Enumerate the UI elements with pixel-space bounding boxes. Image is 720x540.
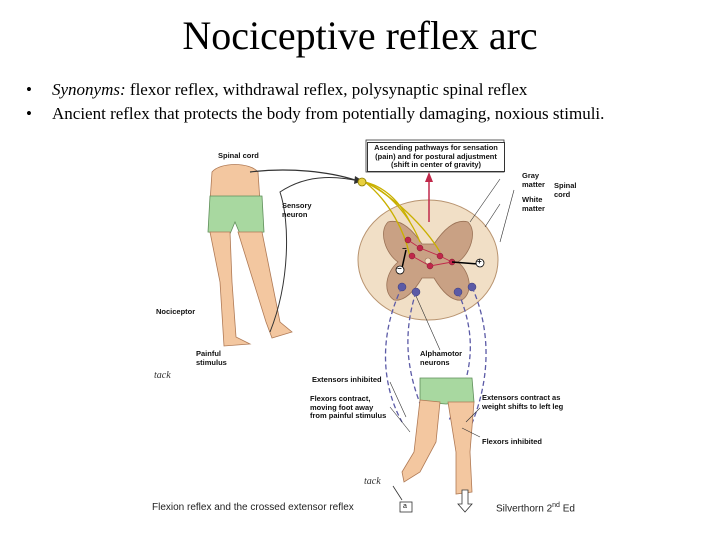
sensory-fibers [364, 181, 441, 258]
slide-title: Nociceptive reflex arc [182, 13, 538, 58]
spinal-cord-section [357, 199, 499, 321]
label-tack-bottom: tack [364, 476, 381, 487]
bullet-item-synonyms: • Synonyms: flexor reflex, withdrawal re… [26, 78, 716, 102]
weight-down-arrow [457, 489, 473, 513]
figure-caption-right: Silverthorn 2nd Ed [496, 502, 575, 514]
synapse-sign-left: − [397, 264, 402, 273]
excitatory-synapse-right [475, 258, 485, 268]
sensory-nerve-path [269, 177, 366, 333]
left-leg-standing [209, 231, 252, 347]
bottom-leg-standing [447, 401, 475, 495]
label-leader-lines [389, 178, 515, 438]
bottom-leg-lifted [401, 399, 441, 483]
label-alpha-motor-neurons: Alphamotor neurons [420, 349, 463, 367]
inhibitory-neurons [395, 249, 485, 275]
label-extensors-contract: Extensors contract as weight shifts to l… [482, 393, 564, 411]
label-flexors-inhibited: Flexors inhibited [482, 437, 543, 446]
label-sensory-neuron: Sensory neuron [282, 201, 312, 219]
label-spinal-cord-right: Spinal cord [554, 181, 577, 199]
bullet-prefix: Synonyms: [52, 80, 126, 99]
bullet-list: • Synonyms: flexor reflex, withdrawal re… [26, 78, 716, 126]
tack-pointer-line [392, 485, 403, 501]
interneuron-links [407, 239, 453, 267]
label-painful-stimulus: Painful stimulus [196, 349, 227, 367]
bullet-text: flexor reflex, withdrawal reflex, polysy… [125, 80, 528, 99]
bullet-marker: • [26, 104, 32, 123]
inhibitory-synapse-left [395, 265, 405, 275]
bottom-leg-figure [401, 377, 475, 495]
left-shorts [207, 195, 265, 235]
dorsal-root-ganglion [357, 177, 367, 187]
caption-edition-sup: nd [552, 502, 560, 509]
caption-marker-box [399, 501, 413, 513]
label-nociceptor: Nociceptor [156, 307, 196, 316]
label-tack-left: tack [154, 370, 171, 381]
label-spinal-cord-left: Spinal cord [218, 151, 259, 160]
bullet-marker: • [26, 80, 32, 99]
caption-marker-letter: a [403, 503, 407, 510]
left-leg-figure [207, 164, 293, 347]
caption-edition: Ed [559, 503, 575, 515]
ascending-arrow [425, 172, 433, 182]
reflex-arc-illustration [207, 139, 515, 513]
bullet-text: Ancient reflex that protects the body fr… [52, 104, 605, 123]
label-white-matter: White matter [522, 195, 545, 213]
label-ascending-pathways: Ascending pathways for sensation (pain) … [367, 142, 505, 172]
synapse-sign-mid: − [402, 244, 407, 253]
label-gray-matter: Gray matter [522, 171, 545, 189]
reflex-arc-figure: Spinal cord Sensory neuron Nociceptor Pa… [140, 132, 590, 522]
label-flexors-contract: Flexors contract, moving foot away from … [310, 394, 387, 420]
arrow-to-cord [249, 169, 356, 181]
bottom-shorts [419, 377, 475, 405]
caption-author: Silverthorn 2 [496, 503, 553, 515]
left-leg-lifted [237, 231, 293, 339]
synapse-sign-plus: + [477, 257, 482, 266]
bullet-item-description: • Ancient reflex that protects the body … [26, 102, 716, 126]
label-extensors-inhibited: Extensors inhibited [312, 375, 382, 384]
figure-caption-left: Flexion reflex and the crossed extensor … [152, 502, 354, 513]
